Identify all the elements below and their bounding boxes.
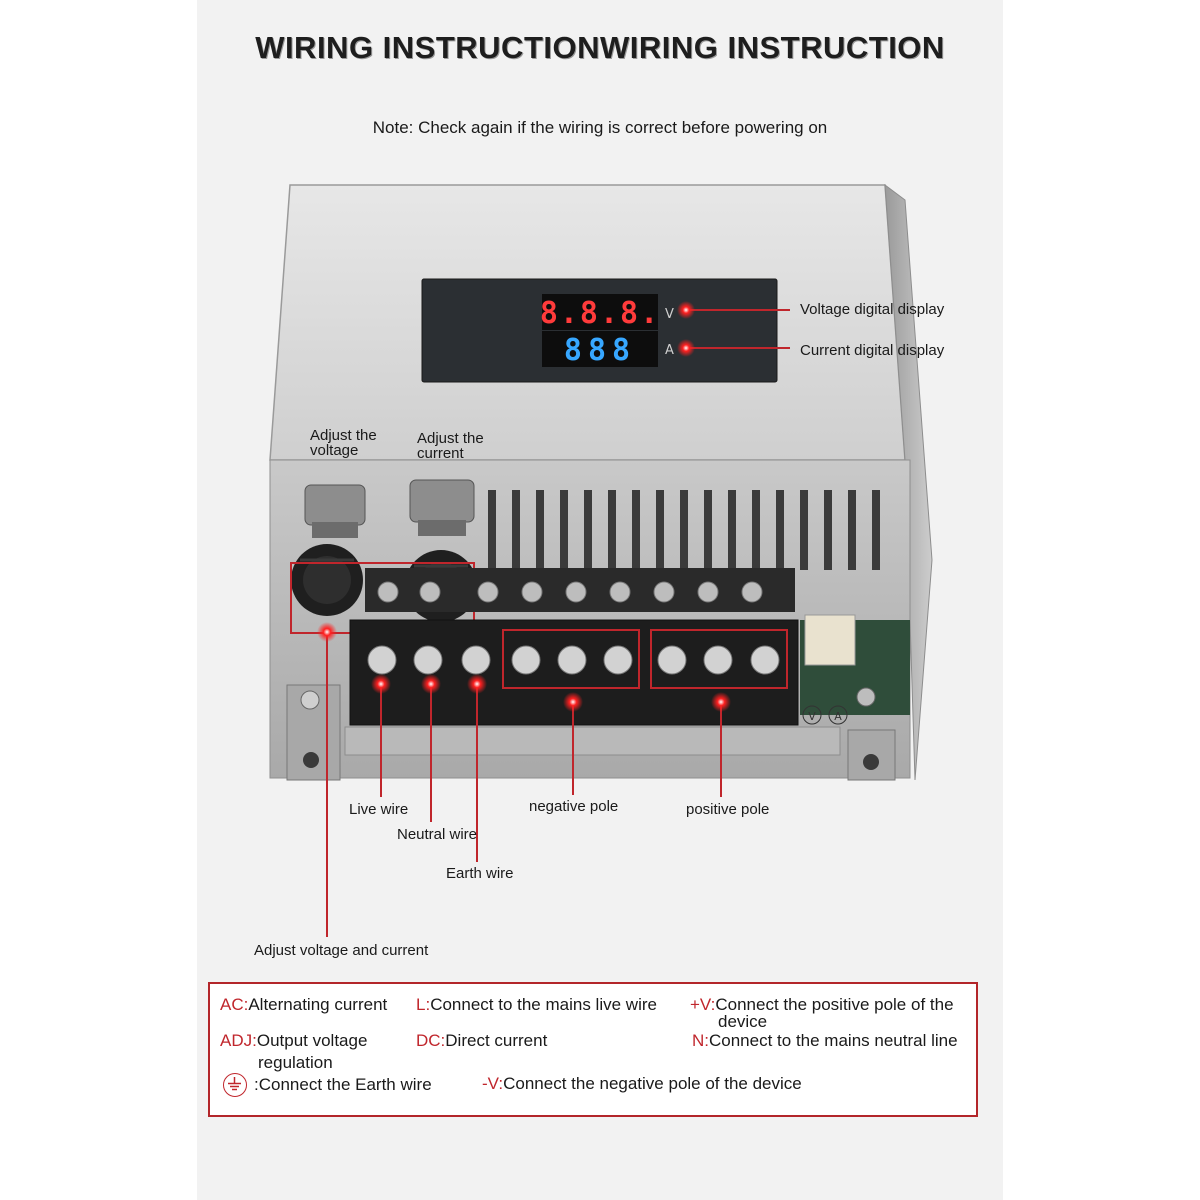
legend-adj-text-1: Output voltage	[256, 1031, 368, 1050]
v-mark-circle	[802, 705, 822, 725]
earth-ground-icon	[223, 1073, 247, 1097]
voltage-unit: V	[665, 307, 674, 322]
a-mark-circle	[828, 705, 848, 725]
positive-pole-label: positive pole	[686, 801, 770, 818]
earth-wire-marker	[467, 674, 487, 694]
voltage-knob-assembly	[291, 484, 366, 616]
live-wire-label: Live wire	[349, 801, 409, 818]
legend-pv-text-2: device	[718, 1012, 768, 1031]
legend-box: AC:Alternating current L:Connect to the …	[208, 982, 978, 1117]
legend-nv: -V:Connect the negative pole of the devi…	[482, 1075, 802, 1093]
voltage-display	[542, 294, 658, 330]
legend-adj: ADJ:Output voltage	[220, 1032, 367, 1050]
page-title: WIRING INSTRUCTIONWIRING INSTRUCTION	[255, 30, 945, 65]
current-display-label: Current digital display	[800, 342, 945, 359]
legend-adj-key: ADJ:	[220, 1031, 257, 1050]
adjust-vc-label: Adjust voltage and current	[254, 942, 429, 959]
a-mark: A	[834, 710, 842, 723]
vent-slots	[488, 490, 880, 570]
left-foot-screw	[300, 690, 320, 710]
voltage-display-label: Voltage digital display	[800, 301, 945, 318]
adjust-current-label-line1: Adjust the	[417, 430, 484, 447]
legend-n-text: Connect to the mains neutral line	[709, 1031, 958, 1050]
legend-earth-text: :Connect the Earth wire	[254, 1075, 432, 1094]
live-wire-marker	[371, 674, 391, 694]
adjust-voltage-label-line2: voltage	[310, 442, 359, 459]
neutral-wire-label: Neutral wire	[397, 826, 478, 843]
voltage-marker	[677, 301, 695, 319]
adjust-voltage-label-line1: Adjust the	[310, 427, 377, 444]
legend-pv: +V:Connect the positive pole of the	[690, 996, 954, 1014]
legend-l-key: L:	[416, 995, 431, 1014]
earth-wire-label: Earth wire	[446, 865, 514, 882]
legend-dc-text: Direct current	[445, 1031, 548, 1050]
legend-n: N:Connect to the mains neutral line	[692, 1032, 958, 1050]
base-plate	[344, 726, 841, 756]
legend-pv-text-1: Connect the positive pole of the	[715, 995, 954, 1014]
left-foot-hole	[303, 752, 319, 768]
legend-pv-key: +V:	[690, 995, 716, 1014]
safety-note: Note: Check again if the wiring is corre…	[372, 118, 828, 137]
legend-ac: AC:Alternating current	[220, 996, 387, 1014]
positive-pole-marker	[711, 692, 731, 712]
legend-n-key: N:	[692, 1031, 709, 1050]
adjust-current-label-line2: current	[417, 445, 464, 462]
negative-pole-box	[502, 629, 640, 689]
legend-dc-key: DC:	[416, 1031, 446, 1050]
v-mark: V	[808, 710, 816, 723]
adjust-vc-marker	[317, 622, 337, 642]
current-marker	[677, 339, 695, 357]
neutral-wire-marker	[421, 674, 441, 694]
current-display	[542, 331, 658, 367]
legend-adj-text-2: regulation	[258, 1053, 333, 1072]
positive-pole-box	[650, 629, 788, 689]
connector	[804, 614, 856, 666]
current-readout: 888	[564, 333, 636, 368]
right-foot-hole	[863, 754, 879, 770]
pcb-screw	[856, 687, 876, 707]
terminal-screws	[367, 645, 780, 675]
voltage-readout: 8.8.8.	[540, 296, 660, 331]
legend-l-text: Connect to the mains live wire	[430, 995, 657, 1014]
legend-nv-key: -V:	[482, 1074, 504, 1093]
legend-nv-text: Connect the negative pole of the device	[503, 1074, 802, 1093]
legend-l: L:Connect to the mains live wire	[416, 996, 657, 1014]
current-unit: A	[665, 343, 674, 358]
upper-terminal-screws	[377, 581, 763, 603]
negative-pole-marker	[563, 692, 583, 712]
legend-dc: DC:Direct current	[416, 1032, 547, 1050]
negative-pole-label: negative pole	[529, 798, 619, 815]
legend-ac-text: Alternating current	[248, 995, 388, 1014]
legend-ac-key: AC:	[220, 995, 249, 1014]
